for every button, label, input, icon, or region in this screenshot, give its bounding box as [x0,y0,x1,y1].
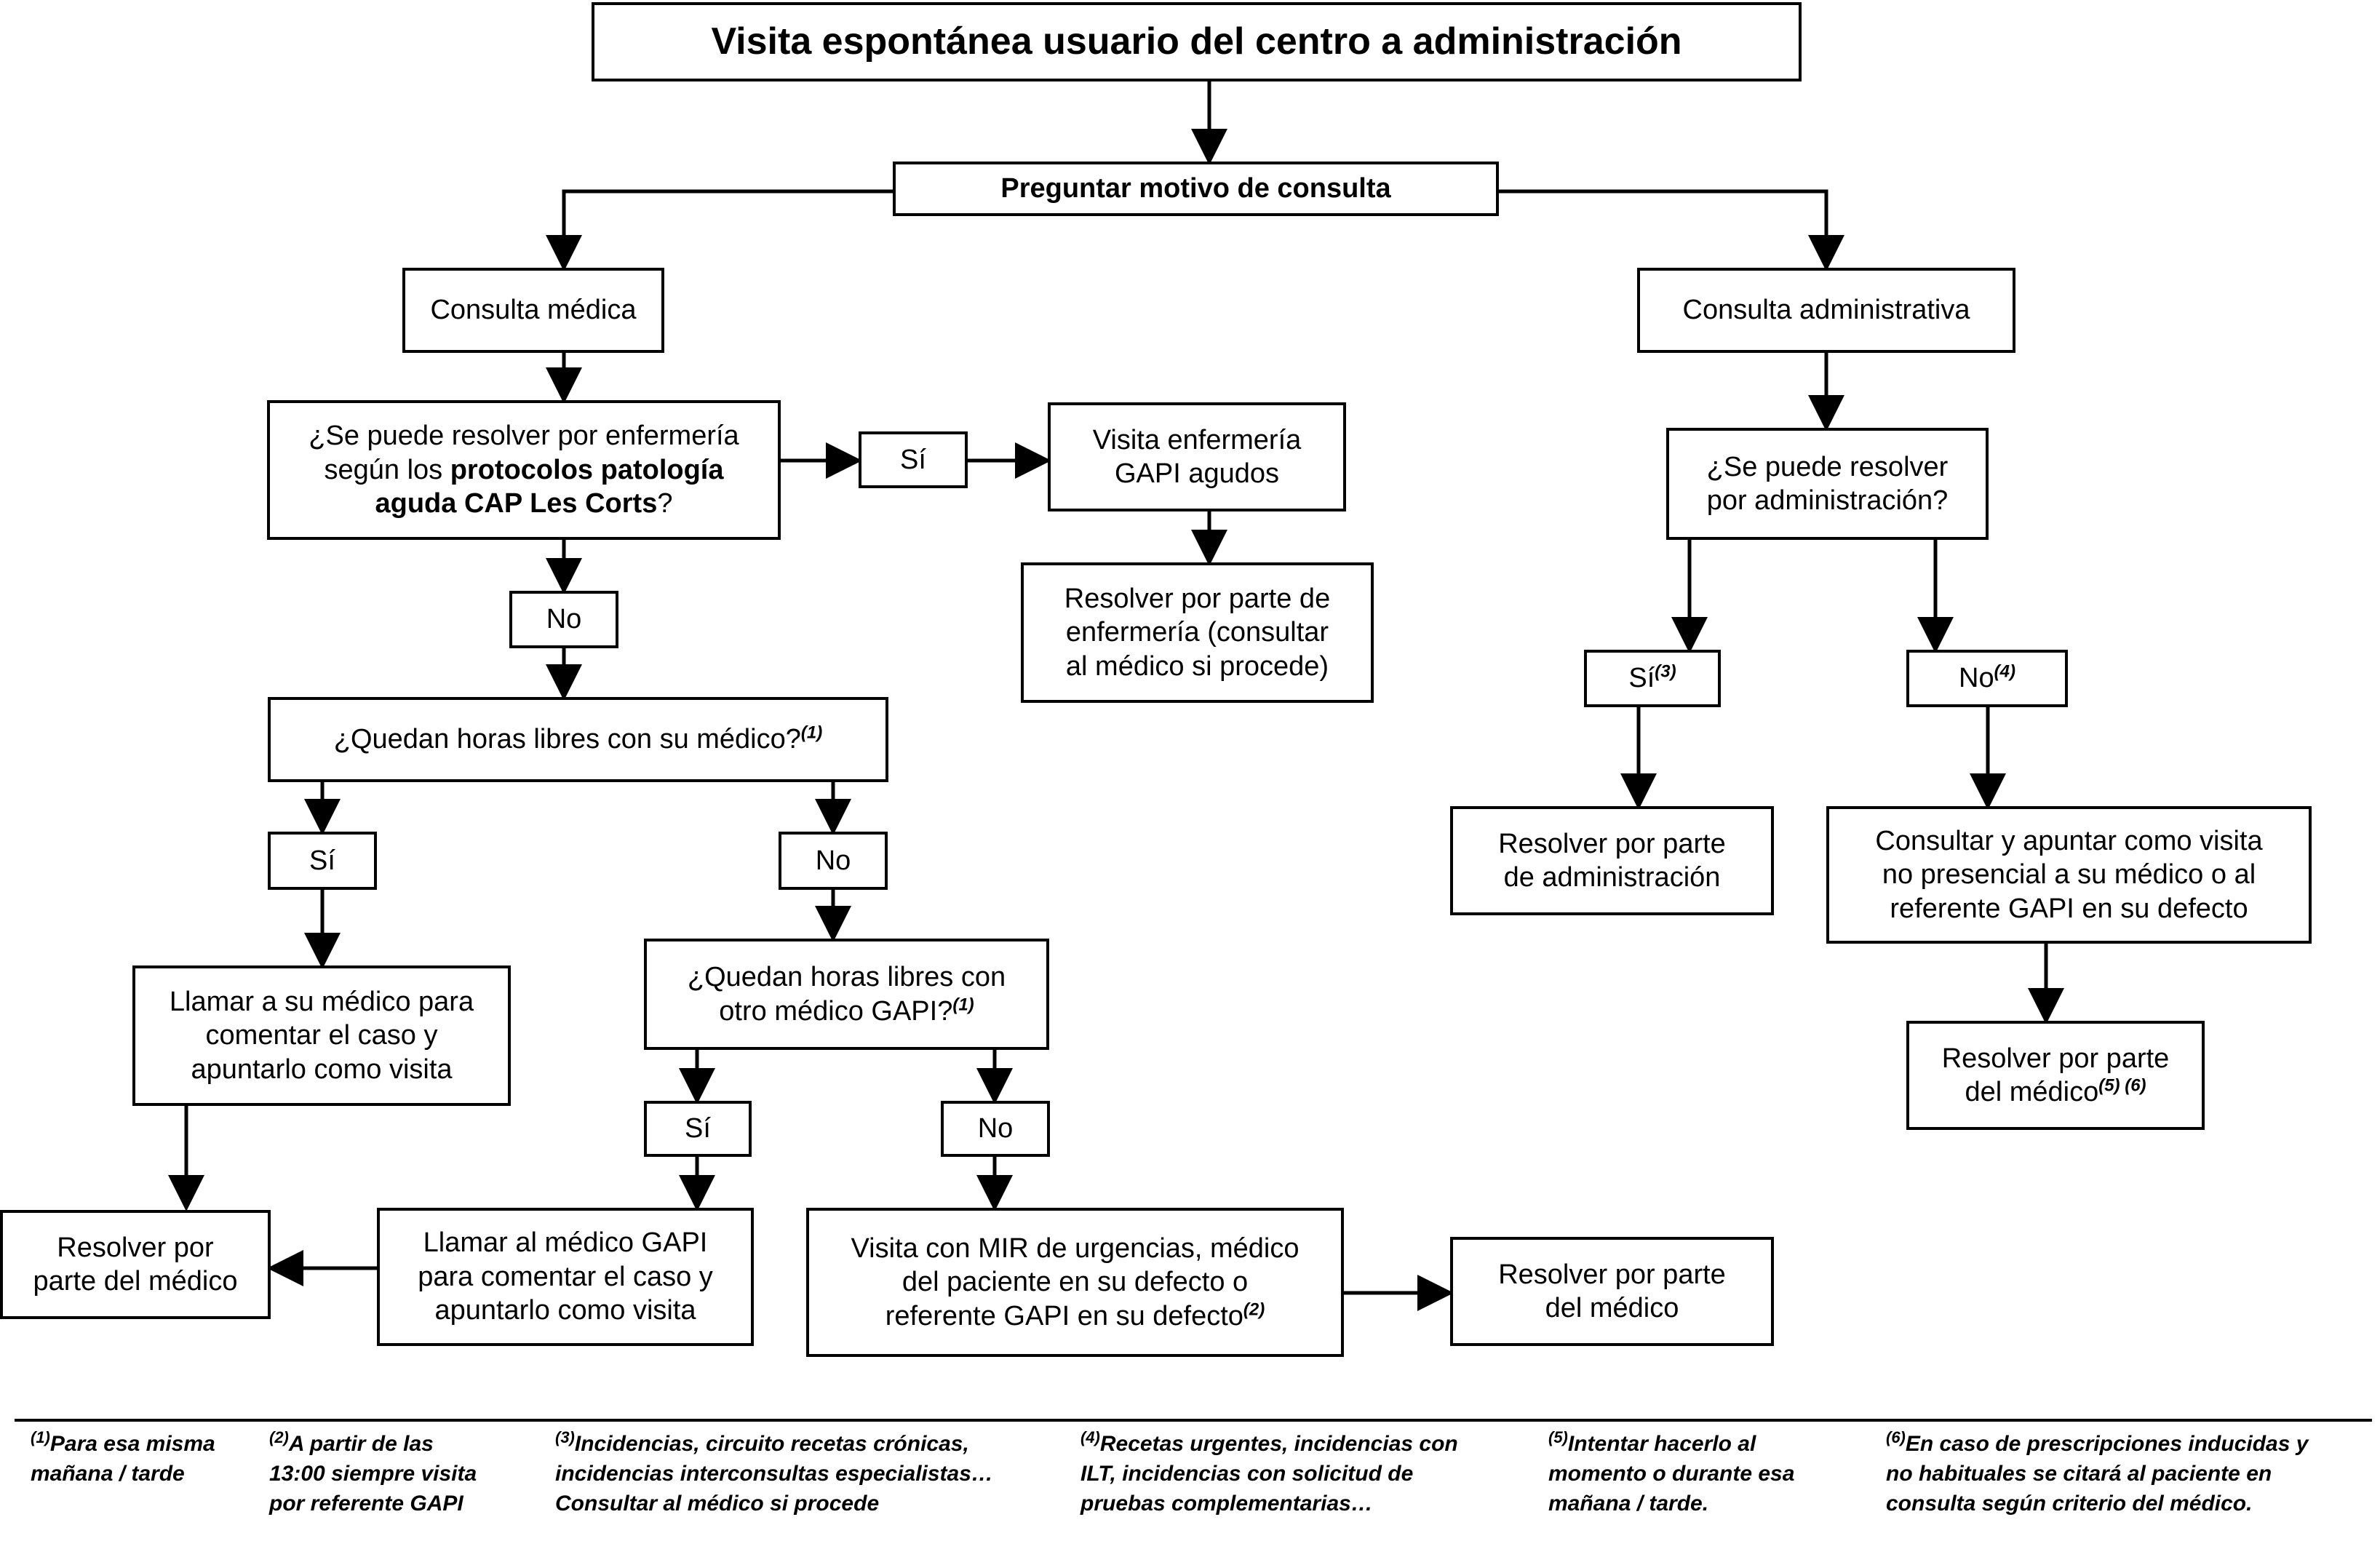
si-enfermeria-label: Sí [859,431,968,488]
no-horas-label: No [779,832,888,890]
arrow-preguntar-to-medica [546,189,893,271]
footnote-3: (3)Incidencias, circuito recetas crónica… [555,1428,993,1516]
arrow-preguntar-to-admin [1499,189,1844,271]
consultar-apuntar-box: Consultar y apuntar como visita no prese… [1826,806,2312,944]
no-enfermeria-label: No [509,591,618,648]
footnote-4: (4)Recetas urgentes, incidencias con ILT… [1080,1428,1458,1516]
llamar-su-medico-box: Llamar a su médico para comentar el caso… [132,965,511,1106]
footnote-5: (5)Intentar hacerlo al momento o durante… [1548,1428,1795,1516]
consulta-medica-box: Consulta médica [402,268,664,353]
preguntar-box: Preguntar motivo de consulta [893,162,1499,216]
footnote-1: (1)Para esa misma mañana / tarde [31,1428,215,1486]
si-horas-label: Sí [268,832,377,890]
resolver-medico-box-2: Resolver por parte del médico [1450,1237,1774,1346]
consulta-admin-box: Consulta administrativa [1637,268,2015,353]
title-text: Visita espontánea usuario del centro a a… [711,20,1682,63]
title-box: Visita espontánea usuario del centro a a… [592,2,1802,81]
visita-mir-box: Visita con MIR de urgencias, médico del … [806,1208,1344,1357]
footnote-6: (6)En caso de prescripciones inducidas y… [1886,1428,2309,1516]
visita-enfermeria-box: Visita enfermería GAPI agudos [1048,402,1346,511]
no-admin-label: No(4) [1906,650,2068,707]
resolver-medico-box-3: Resolver por parte del médico(5) (6) [1906,1021,2205,1130]
si-admin-label: Sí(3) [1584,650,1721,707]
resolver-admin-box: Resolver por parte de administración [1450,806,1774,915]
no-otro-label: No [941,1101,1050,1157]
resolver-enfermeria-box: Resolver por parte de enfermería (consul… [1021,562,1374,703]
enfermeria-question-box: ¿Se puede resolver por enfermería según … [267,400,781,540]
si-otro-label: Sí [644,1101,752,1157]
llamar-gapi-box: Llamar al médico GAPI para comentar el c… [377,1208,754,1346]
admin-question-box: ¿Se puede resolver por administración? [1666,428,1989,540]
footnote-2: (2)A partir de las 13:00 siempre visita … [269,1428,477,1516]
horas-libres-question-box: ¿Quedan horas libres con su médico?(1) [268,697,888,782]
resolver-medico-box-1: Resolver por parte del médico [0,1210,271,1319]
otro-medico-question-box: ¿Quedan horas libres con otro médico GAP… [644,939,1049,1050]
